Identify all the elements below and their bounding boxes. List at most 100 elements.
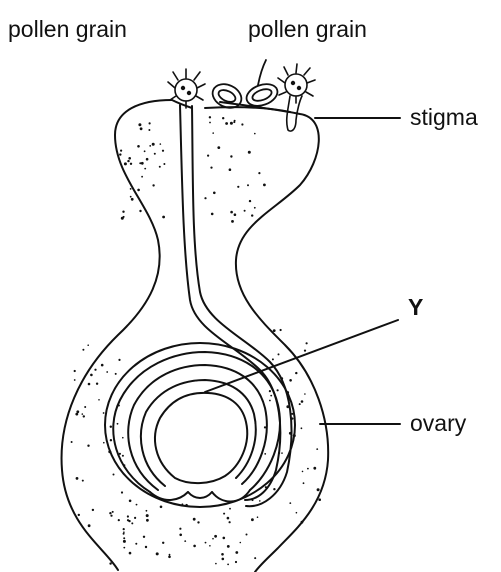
stipple-dot: [197, 521, 199, 523]
stipple-dot: [138, 123, 141, 126]
stipple-dot: [110, 426, 112, 428]
stipple-dot: [193, 545, 196, 548]
stipple-dot: [146, 158, 149, 161]
stipple-dot: [244, 210, 246, 212]
stipple-dot: [83, 415, 85, 417]
stipple-dot: [247, 184, 249, 186]
stipple-dot: [123, 533, 125, 535]
stipple-dot: [110, 515, 112, 517]
stipple-dot: [90, 374, 93, 377]
stipple-dot: [217, 146, 220, 149]
stipple-dot: [241, 123, 243, 125]
stipple-dot: [229, 508, 231, 510]
stipple-dot: [152, 143, 155, 146]
stipple-dot: [139, 210, 141, 212]
stipple-dot: [134, 517, 136, 519]
stipple-dot: [76, 477, 79, 480]
stipple-dot: [137, 189, 140, 192]
stipple-dot: [264, 426, 266, 428]
stipple-dot: [149, 122, 151, 124]
stipple-dot: [212, 132, 214, 134]
stipple-dot: [289, 502, 291, 504]
stipple-dot: [144, 150, 146, 152]
stipple-dot: [254, 207, 256, 209]
stipple-dot: [212, 538, 214, 540]
stipple-dot: [316, 448, 318, 450]
stipple-dot: [168, 556, 171, 559]
stipple-dot: [223, 537, 226, 540]
stipple-dot: [127, 515, 129, 517]
stipple-dot: [293, 434, 296, 437]
stipple-dot: [146, 510, 148, 512]
stipple-dot: [71, 441, 73, 443]
stipple-dot: [281, 452, 283, 454]
stipple-dot: [112, 511, 114, 513]
stipple-dot: [101, 364, 104, 367]
stipple-dot: [141, 176, 143, 178]
stipple-dot: [214, 535, 217, 538]
stipple-dot: [291, 413, 293, 415]
stipple-dot: [227, 517, 230, 520]
stipple-dot: [137, 145, 140, 148]
stipple-dot: [160, 506, 163, 509]
stipple-dot: [227, 564, 229, 566]
stipple-dot: [229, 168, 232, 171]
stipple-dot: [122, 211, 124, 213]
stipple-dot: [109, 562, 111, 564]
stipple-dot: [113, 474, 115, 476]
stipple-dot: [123, 531, 125, 533]
y-label: Y: [408, 296, 423, 319]
stipple-dot: [118, 359, 120, 361]
stipple-dot: [313, 467, 316, 470]
stipple-dot: [149, 145, 151, 147]
stipple-dot: [145, 546, 147, 548]
stipple-dot: [286, 405, 289, 408]
stipple-dot: [235, 561, 237, 563]
stipple-dot: [131, 522, 133, 524]
stipple-dot: [152, 184, 154, 186]
stipple-dot: [129, 500, 132, 503]
stipple-dot: [235, 551, 238, 554]
stipple-dot: [301, 427, 303, 429]
stipple-dot: [211, 213, 214, 216]
stipple-dot: [222, 117, 224, 119]
stipple-dot: [303, 482, 305, 484]
stipple-dot: [296, 512, 298, 514]
stipple-dot: [185, 504, 187, 506]
stipple-dot: [122, 455, 124, 457]
stipple-dot: [230, 155, 232, 157]
stipple-dot: [286, 391, 289, 394]
stipple-dot: [222, 558, 225, 561]
stipple-dot: [234, 213, 237, 216]
stipple-dot: [130, 163, 132, 165]
stipple-dot: [108, 450, 111, 453]
stipple-dot: [179, 534, 182, 537]
stipple-dot: [254, 133, 256, 135]
stipple-dot: [252, 499, 254, 501]
stipple-dot: [257, 516, 259, 518]
stipple-dot: [209, 116, 211, 118]
stipple-dot: [110, 439, 112, 441]
stipple-dot: [230, 122, 233, 125]
stipple-dot: [301, 521, 304, 524]
stipple-dot: [88, 524, 91, 527]
stipple-dot: [184, 540, 186, 542]
stipple-dot: [259, 500, 261, 502]
stipple-dot: [162, 542, 164, 544]
pollen-grain-label-right: pollen grain: [248, 18, 367, 41]
stipple-dot: [182, 503, 184, 505]
stipple-dot: [304, 393, 306, 395]
stipple-dot: [317, 488, 320, 491]
stipple-dot: [143, 536, 145, 538]
stipple-dot: [121, 491, 123, 493]
stipple-dot: [127, 519, 129, 521]
stipple-dot: [118, 519, 120, 521]
stipple-dot: [144, 168, 146, 170]
stipple-dot: [117, 423, 119, 425]
stipple-dot: [162, 216, 165, 219]
micropyle-left: [150, 492, 188, 500]
stipple-dot: [204, 197, 206, 199]
stipple-dot: [269, 400, 271, 402]
stipple-dot: [225, 122, 228, 125]
